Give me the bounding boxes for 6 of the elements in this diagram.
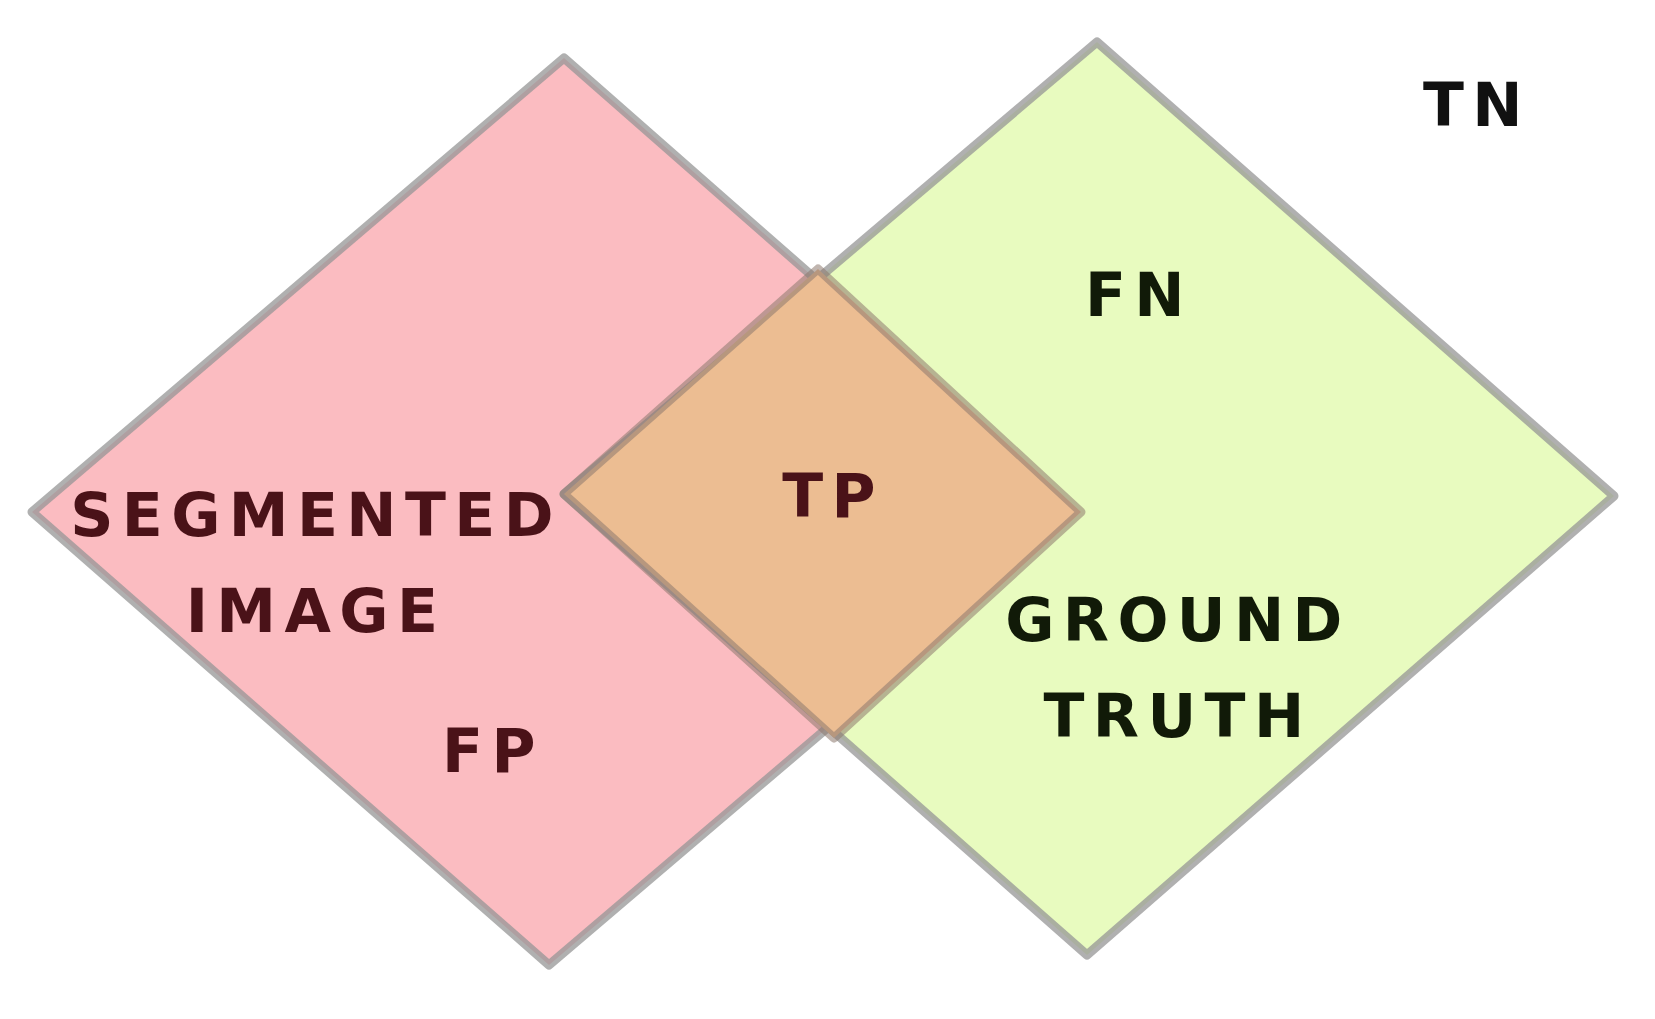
region-label: FN	[1084, 259, 1194, 332]
region-label: SEGMENTED IMAGE	[69, 479, 563, 648]
region-label: FP	[441, 715, 545, 788]
region-label: TN	[1423, 69, 1531, 142]
region-label: GROUND TRUTH	[1004, 584, 1352, 753]
region-label: TP	[781, 460, 885, 533]
